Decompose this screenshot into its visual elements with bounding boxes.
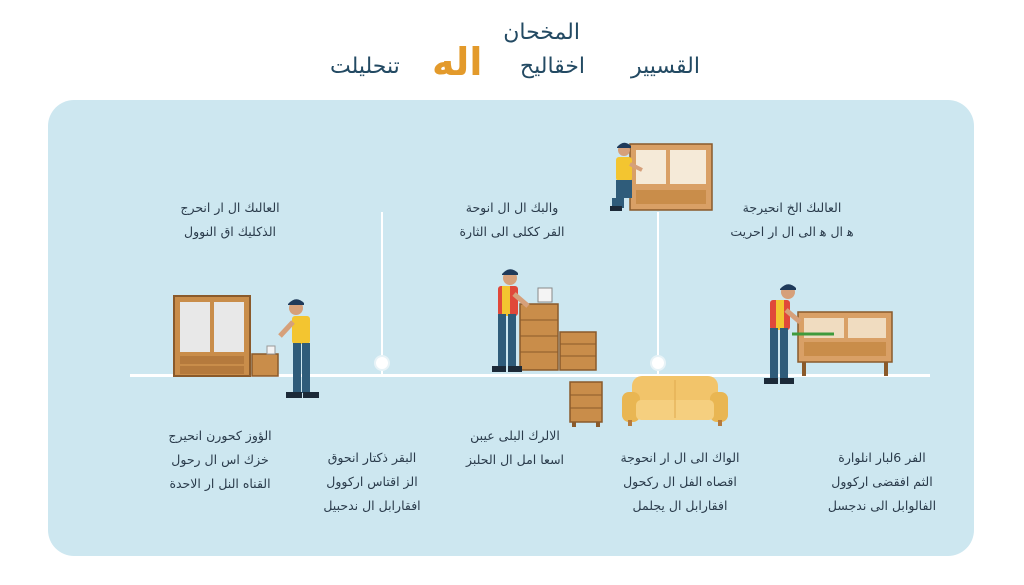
step-top-mid-line-2: القر ككلى الى الثارة <box>459 224 565 239</box>
title-word-right: القسيير <box>631 54 700 79</box>
worker-figure-1 <box>278 299 319 398</box>
step-bottom-2-line-2: الز اقتاس اركوول <box>326 474 418 489</box>
timeline-node-2 <box>650 355 666 371</box>
step-top-left: العالىك ال ار انحرج الذكليك اق النوول <box>150 196 310 244</box>
step-bottom-5-line-2: الثم افقضى اركوول <box>831 474 933 489</box>
step-top-mid-line-1: والبك ال ال انوحة <box>465 200 559 215</box>
title-accent-mark: اله <box>432 40 483 84</box>
worker-figure-4 <box>764 284 893 384</box>
title-word-left: تنحليلت <box>330 54 400 79</box>
step-bottom-4-line-2: اقصاه الفل ال ركحول <box>623 474 737 489</box>
step-bottom-4-line-3: افقارابل ال يجلمل <box>632 498 728 513</box>
title-word-mid: اخقاليح <box>519 54 585 79</box>
step-bottom-2-line-3: افقارابل ال ندحبيل <box>323 498 421 513</box>
step-top-left-line-1: العالىك ال ار انحرج <box>180 200 280 215</box>
step-bottom-3-line-1: الالرك البلى عيبن <box>470 428 560 443</box>
timeline-line <box>130 374 930 377</box>
step-top-left-line-2: الذكليك اق النوول <box>184 224 276 239</box>
step-bottom-5-line-1: الفر 6لبار انلوارة <box>838 450 926 465</box>
step-bottom-3: الالرك البلى عيبن اسعا امل ال الحلبز <box>440 424 590 472</box>
step-bottom-1-line-3: القناه النل ار الاحدة <box>169 476 271 491</box>
sofa-icon <box>622 376 728 426</box>
step-bottom-5: الفر 6لبار انلوارة الثم افقضى اركوول الف… <box>812 446 952 518</box>
timeline-stem-1 <box>381 212 383 374</box>
timeline-node-1 <box>374 355 390 371</box>
step-bottom-3-line-2: اسعا امل ال الحلبز <box>465 452 565 467</box>
step-bottom-2: البقر ذكتار انحوق الز اقتاس اركوول افقار… <box>302 446 442 518</box>
step-bottom-1: الؤوز كحورن انحيرج خزك اس ال رحول القناه… <box>150 424 290 496</box>
cabinet-icon <box>569 381 603 427</box>
page-title: المخحان القسيير اخقاليح اله تنحليلت <box>300 14 720 84</box>
step-bottom-4: الواك الى ال ار انحوجة اقصاه الفل ال ركح… <box>610 446 750 518</box>
sideboard-icon <box>610 142 713 211</box>
step-bottom-2-line-1: البقر ذكتار انحوق <box>327 450 417 465</box>
timeline-stem-2 <box>657 212 659 374</box>
step-bottom-1-line-1: الؤوز كحورن انحيرج <box>168 428 272 443</box>
step-top-mid: والبك ال ال انوحة القر ككلى الى الثارة <box>432 196 592 244</box>
step-bottom-5-line-3: الفالوابل الى ندجسل <box>827 498 937 513</box>
step-top-right-line-2: ﻫ ال ﻫ الى ال ار احريت <box>730 224 854 239</box>
step-bottom-4-line-1: الواك الى ال ار انحوجة <box>620 450 740 465</box>
step-bottom-1-line-2: خزك اس ال رحول <box>171 452 269 467</box>
step-top-right-line-1: العالىك الخ انحيرجة <box>742 200 842 215</box>
title-top-text: المخحان <box>503 20 580 45</box>
step-top-right: العالىك الخ انحيرجة ﻫ ال ﻫ الى ال ار احر… <box>712 196 872 244</box>
dresser-icon <box>492 269 597 372</box>
wardrobe-icon <box>173 295 279 377</box>
